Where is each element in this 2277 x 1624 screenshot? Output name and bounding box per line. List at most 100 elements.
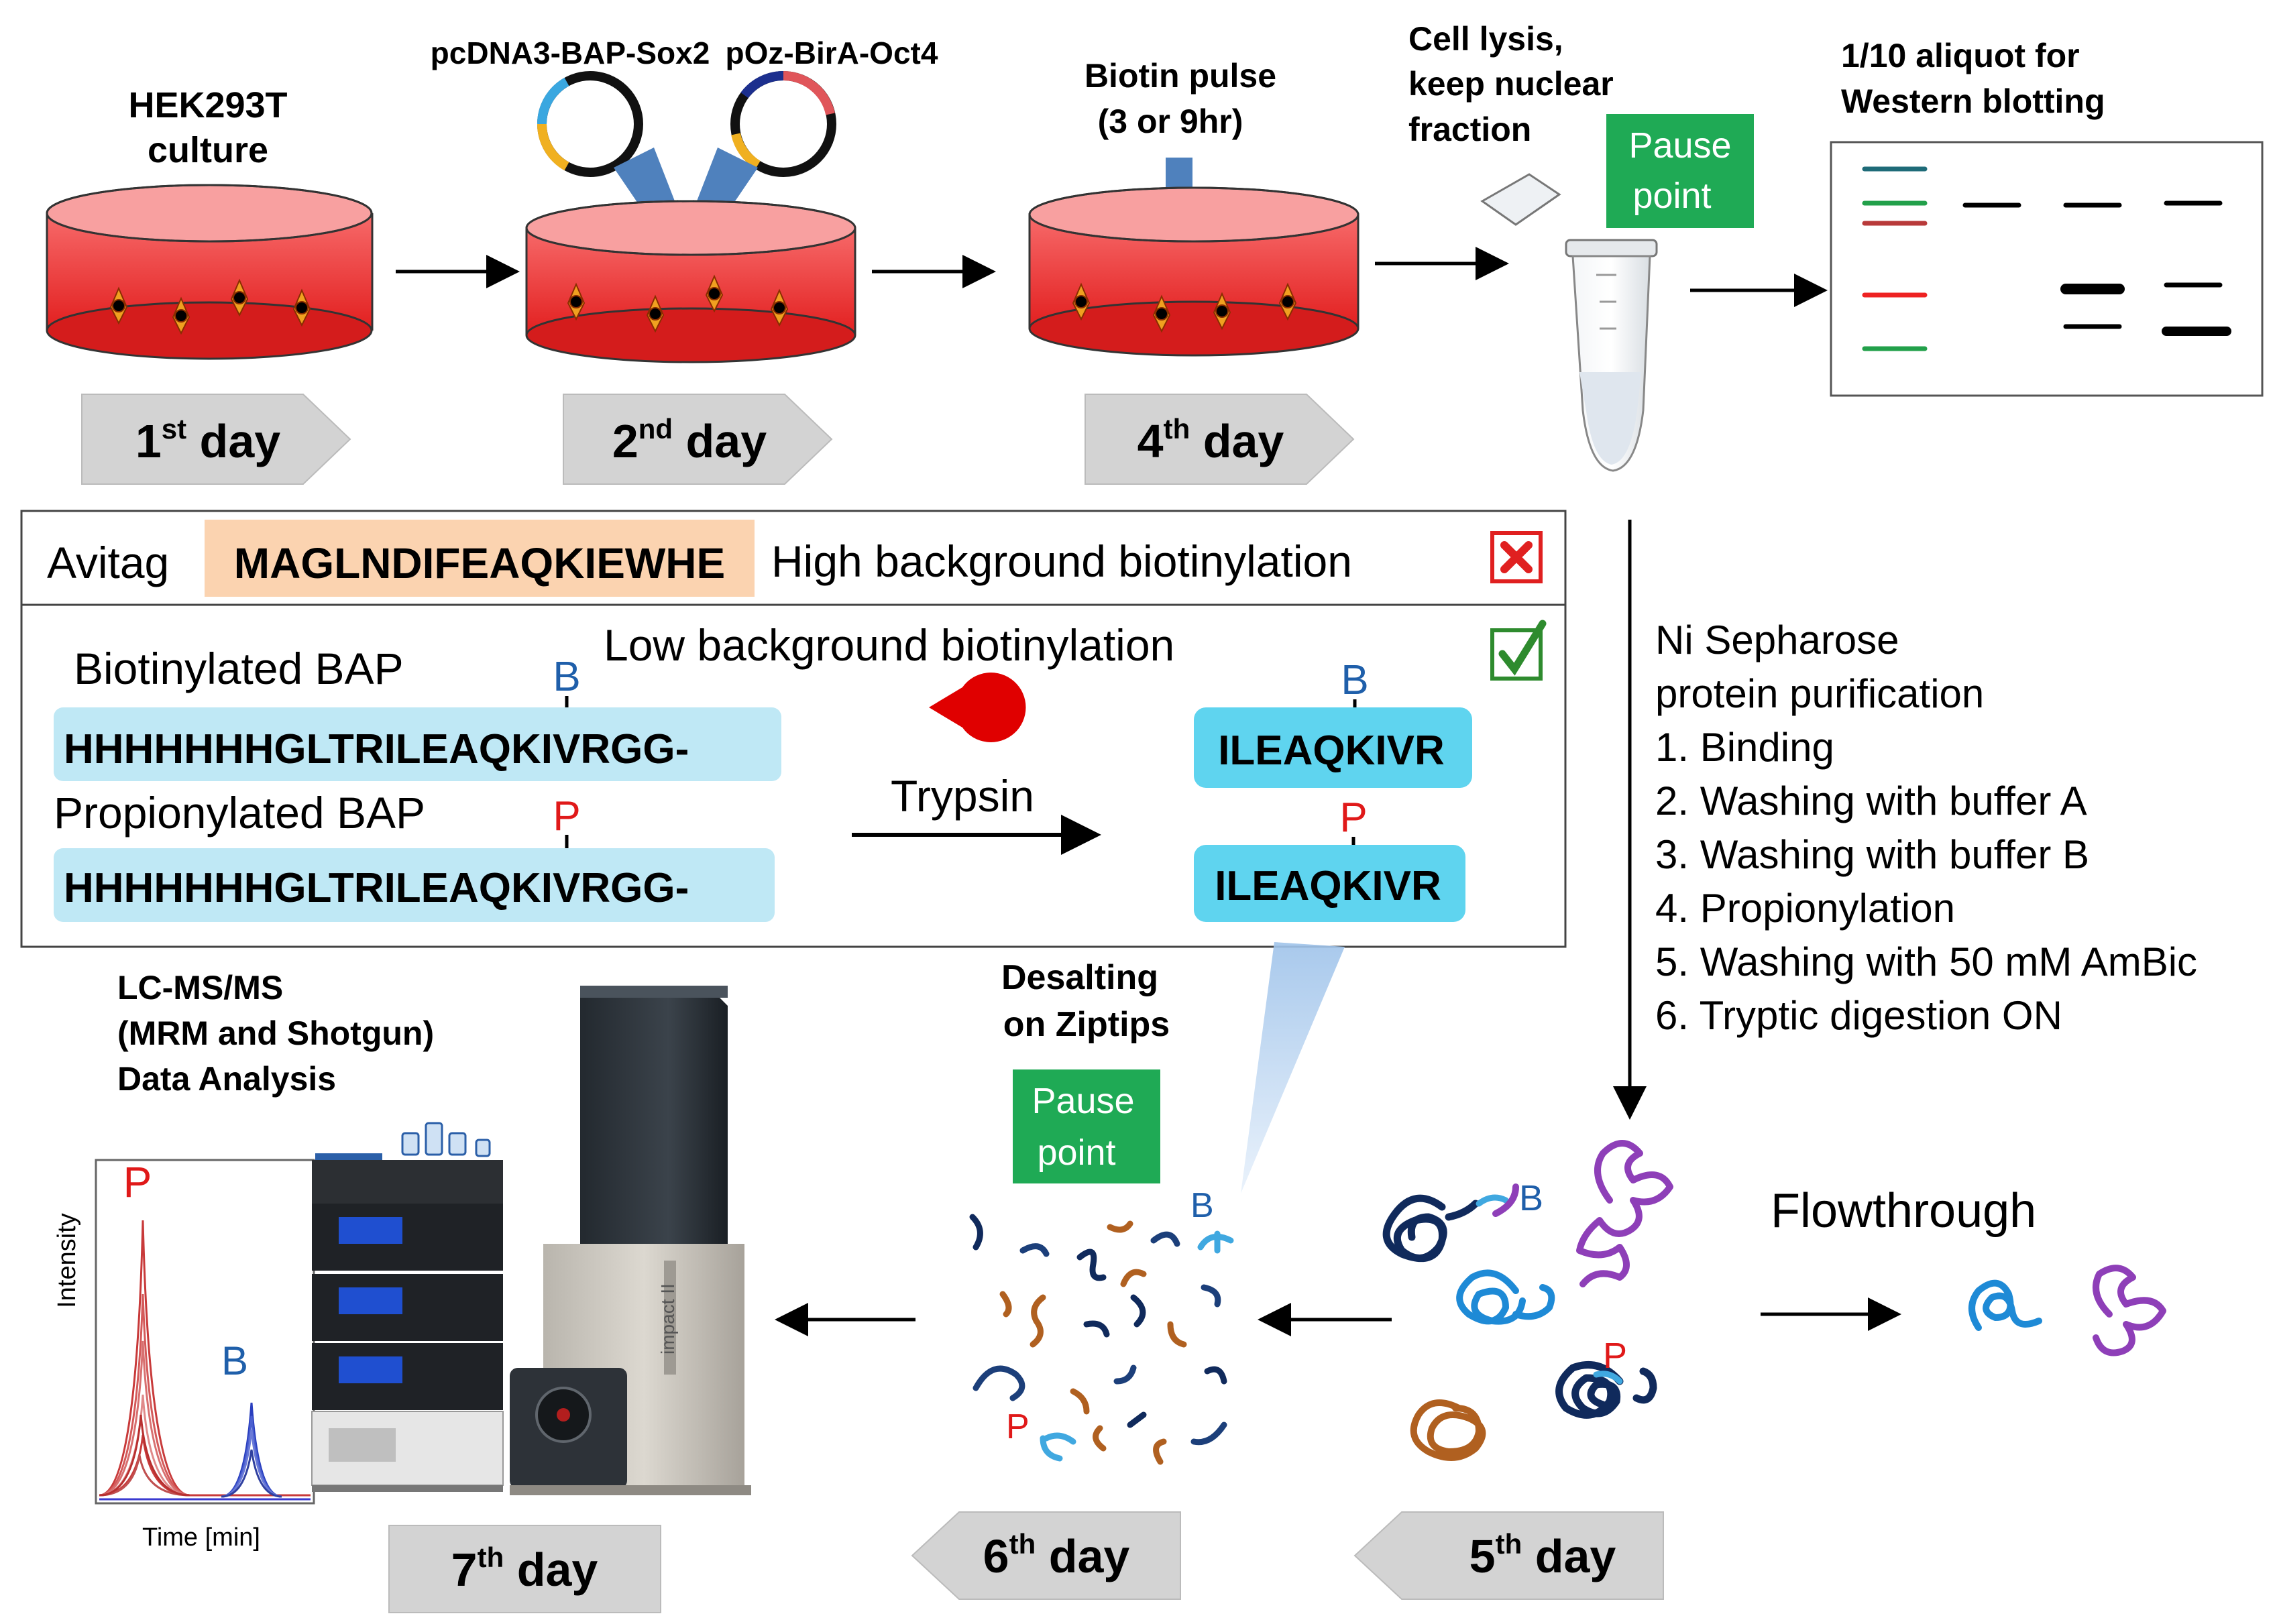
day1-num: 1: [135, 415, 162, 467]
purification-step-4: 4. Propionylation: [1655, 886, 1955, 931]
avitag-seq-box: [205, 520, 755, 597]
purification-step-5: 5. Washing with 50 mM AmBic: [1655, 939, 2197, 984]
desalt-line2: on Ziptips: [1003, 1005, 1170, 1044]
bap-panel: Avitag MAGLNDIFEAQKIEWHE High background…: [20, 510, 1567, 948]
mass-spectrometer: impact II: [510, 986, 751, 1495]
peptide-fragments: [969, 1214, 1234, 1465]
culture-dish-2: [525, 200, 856, 363]
step4-title-line1: Biotin pulse: [1085, 57, 1276, 95]
peak-b-label: B: [221, 1338, 248, 1383]
propionyl-mark-left: P: [553, 793, 580, 839]
lysis-line2: keep nuclear: [1408, 65, 1614, 103]
low-background-label: Low background biotinylation: [604, 620, 1174, 670]
purification-panel: Ni Sepharose protein purification 1. Bin…: [1655, 618, 2197, 1038]
purification-step-6: 6. Tryptic digestion ON: [1655, 993, 2062, 1038]
pause-point-1-line1: Pause: [1628, 125, 1731, 166]
avitag-label: Avitag: [47, 538, 169, 587]
propionylated-seq-box: [54, 848, 775, 922]
western-bands: [1862, 166, 2231, 351]
day1-word: day: [186, 415, 280, 467]
propionylated-bap-label: Propionylated BAP: [54, 788, 425, 837]
purification-title1: Ni Sepharose: [1655, 618, 1899, 662]
day-arrow-1: 1st day: [81, 394, 351, 485]
biotin-mark-left: B: [553, 654, 580, 700]
flowthrough-proteins: [1968, 1265, 2166, 1356]
chromatogram: Intensity Time [min] P B: [53, 1158, 315, 1552]
day-arrow-2: 2nd day: [563, 394, 833, 485]
lcms-group: LC-MS/MS (MRM and Shotgun) Data Analysis…: [53, 969, 751, 1552]
propionyl-mark-right: P: [1339, 795, 1367, 841]
svg-text:5th day: 5th day: [1469, 1528, 1616, 1582]
avitag-sequence: MAGLNDIFEAQKIEWHE: [234, 539, 725, 587]
lc-line3: Data Analysis: [117, 1060, 336, 1098]
day-arrow-6: 6th day: [911, 1511, 1181, 1600]
pause-point-2-line2: point: [1037, 1133, 1115, 1173]
lc-line2: (MRM and Shotgun): [117, 1014, 434, 1052]
propionylated-sequence: HHHHHHHGLTRILEAQKIVRGG-: [64, 865, 689, 911]
purification-step-1: 1. Binding: [1655, 725, 1834, 770]
desalting-group: Desalting on Ziptips Pause point: [1001, 958, 1170, 1183]
pause-point-2-line1: Pause: [1032, 1081, 1134, 1121]
culture-dish-1: [46, 184, 374, 360]
day5-sup: th: [1496, 1528, 1522, 1560]
protein-biotin-mark: B: [1519, 1178, 1543, 1218]
day6-num: 6: [983, 1530, 1009, 1582]
day4-sup: th: [1164, 413, 1190, 445]
chromatogram-xlabel: Time [min]: [142, 1523, 260, 1552]
svg-text:6th day: 6th day: [983, 1528, 1130, 1582]
zoom-beam: [1241, 942, 1345, 1194]
culture-dish-4: [1028, 186, 1359, 357]
protein-mixture: [1382, 1140, 1673, 1461]
western-line2: Western blotting: [1841, 82, 2105, 120]
day2-word: day: [673, 415, 767, 467]
day-arrow-5: 5th day: [1353, 1511, 1664, 1600]
trypsin-label: Trypsin: [891, 771, 1034, 821]
biotinylated-seq-box: [54, 707, 781, 781]
desalt-line1: Desalting: [1001, 958, 1158, 997]
western-blot-membrane: [1830, 141, 2264, 397]
purification-step-2: 2. Washing with buffer A: [1655, 778, 2087, 823]
plasmid1-label: pcDNA3-BAP-Sox2: [431, 36, 710, 70]
peak-p-label: P: [123, 1158, 152, 1206]
product-box-propionyl: [1194, 845, 1465, 922]
day5-word: day: [1522, 1530, 1616, 1582]
western-line1: 1/10 aliquot for: [1841, 37, 2080, 74]
step4-title-line2: (3 or 9hr): [1098, 103, 1243, 140]
day-arrow-4: 4th day: [1085, 394, 1355, 485]
lc-line1: LC-MS/MS: [117, 969, 283, 1006]
day2-num: 2: [612, 415, 638, 467]
pause-point-badge-1: [1606, 114, 1754, 228]
lysis-line3: fraction: [1408, 111, 1531, 148]
day-box-7: 7th day: [388, 1525, 661, 1613]
step2-group: pcDNA3-BAP-Sox2 pOz-BirA-Oct4: [431, 36, 938, 363]
pause-point-1-line2: point: [1632, 176, 1711, 216]
avitag-status: High background biotinylation: [771, 536, 1352, 586]
peptide-biotin-mark: B: [1190, 1186, 1214, 1225]
biotinylated-sequence: HHHHHHHGLTRILEAQKIVRGG-: [64, 726, 689, 772]
svg-text:4th day: 4th day: [1137, 413, 1284, 467]
purification-title2: protein purification: [1655, 671, 1984, 716]
eppendorf-tube-icon: [1480, 173, 1658, 472]
hplc-instrument: [311, 1122, 504, 1492]
lysis-group: Cell lysis, keep nuclear fraction Pause …: [1408, 20, 1754, 472]
day5-num: 5: [1469, 1530, 1496, 1582]
check-icon: [1490, 620, 1547, 681]
biotinylated-bap-label: Biotinylated BAP: [74, 644, 404, 693]
day6-word: day: [1036, 1530, 1129, 1582]
product-propionyl-seq: ILEAQKIVR: [1215, 863, 1441, 909]
product-box-biotin: [1194, 707, 1472, 788]
day7-num: 7: [451, 1544, 478, 1596]
step1-group: HEK293T culture: [46, 85, 374, 360]
plasmid-sox2-icon: [537, 71, 643, 177]
purification-step-3: 3. Washing with buffer B: [1655, 832, 2089, 877]
svg-text:2nd day: 2nd day: [612, 413, 767, 467]
plasmid2-label: pOz-BirA-Oct4: [726, 36, 938, 70]
western-group: 1/10 aliquot for Western blotting: [1830, 37, 2264, 397]
svg-text:7th day: 7th day: [451, 1542, 598, 1596]
pause-point-badge-2: [1013, 1069, 1160, 1183]
step1-title-line2: culture: [148, 130, 268, 170]
step4-group: Biotin pulse (3 or 9hr): [1028, 57, 1359, 357]
lysis-line1: Cell lysis,: [1408, 20, 1563, 58]
flowthrough-label: Flowthrough: [1771, 1184, 2036, 1238]
